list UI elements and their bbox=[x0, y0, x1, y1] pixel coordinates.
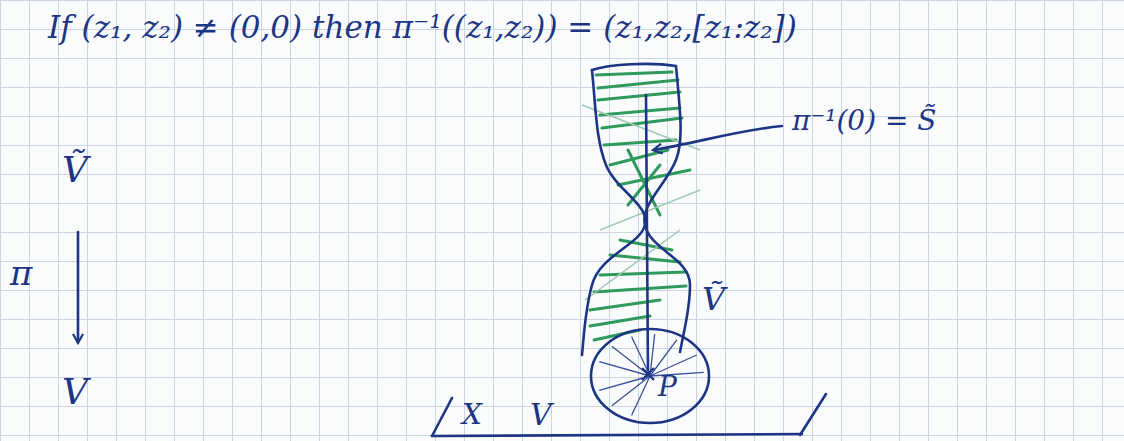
point-label: P bbox=[658, 372, 677, 403]
space-label: V bbox=[62, 372, 88, 412]
space-label: X bbox=[462, 400, 482, 431]
map-label: π bbox=[10, 255, 32, 292]
fibre-label: π⁻¹(0) = S̃ bbox=[792, 106, 937, 137]
neighbourhood-disc: P bbox=[588, 326, 712, 426]
space-label: Ṽ bbox=[702, 282, 725, 317]
space-label: Ṽ bbox=[62, 150, 88, 190]
disc-outline bbox=[588, 326, 712, 426]
neighbourhood-label: V bbox=[530, 398, 552, 431]
statement-text: If (z₁, z₂) ≠ (0,0) then π⁻¹((z₁,z₂)) = … bbox=[48, 10, 797, 44]
